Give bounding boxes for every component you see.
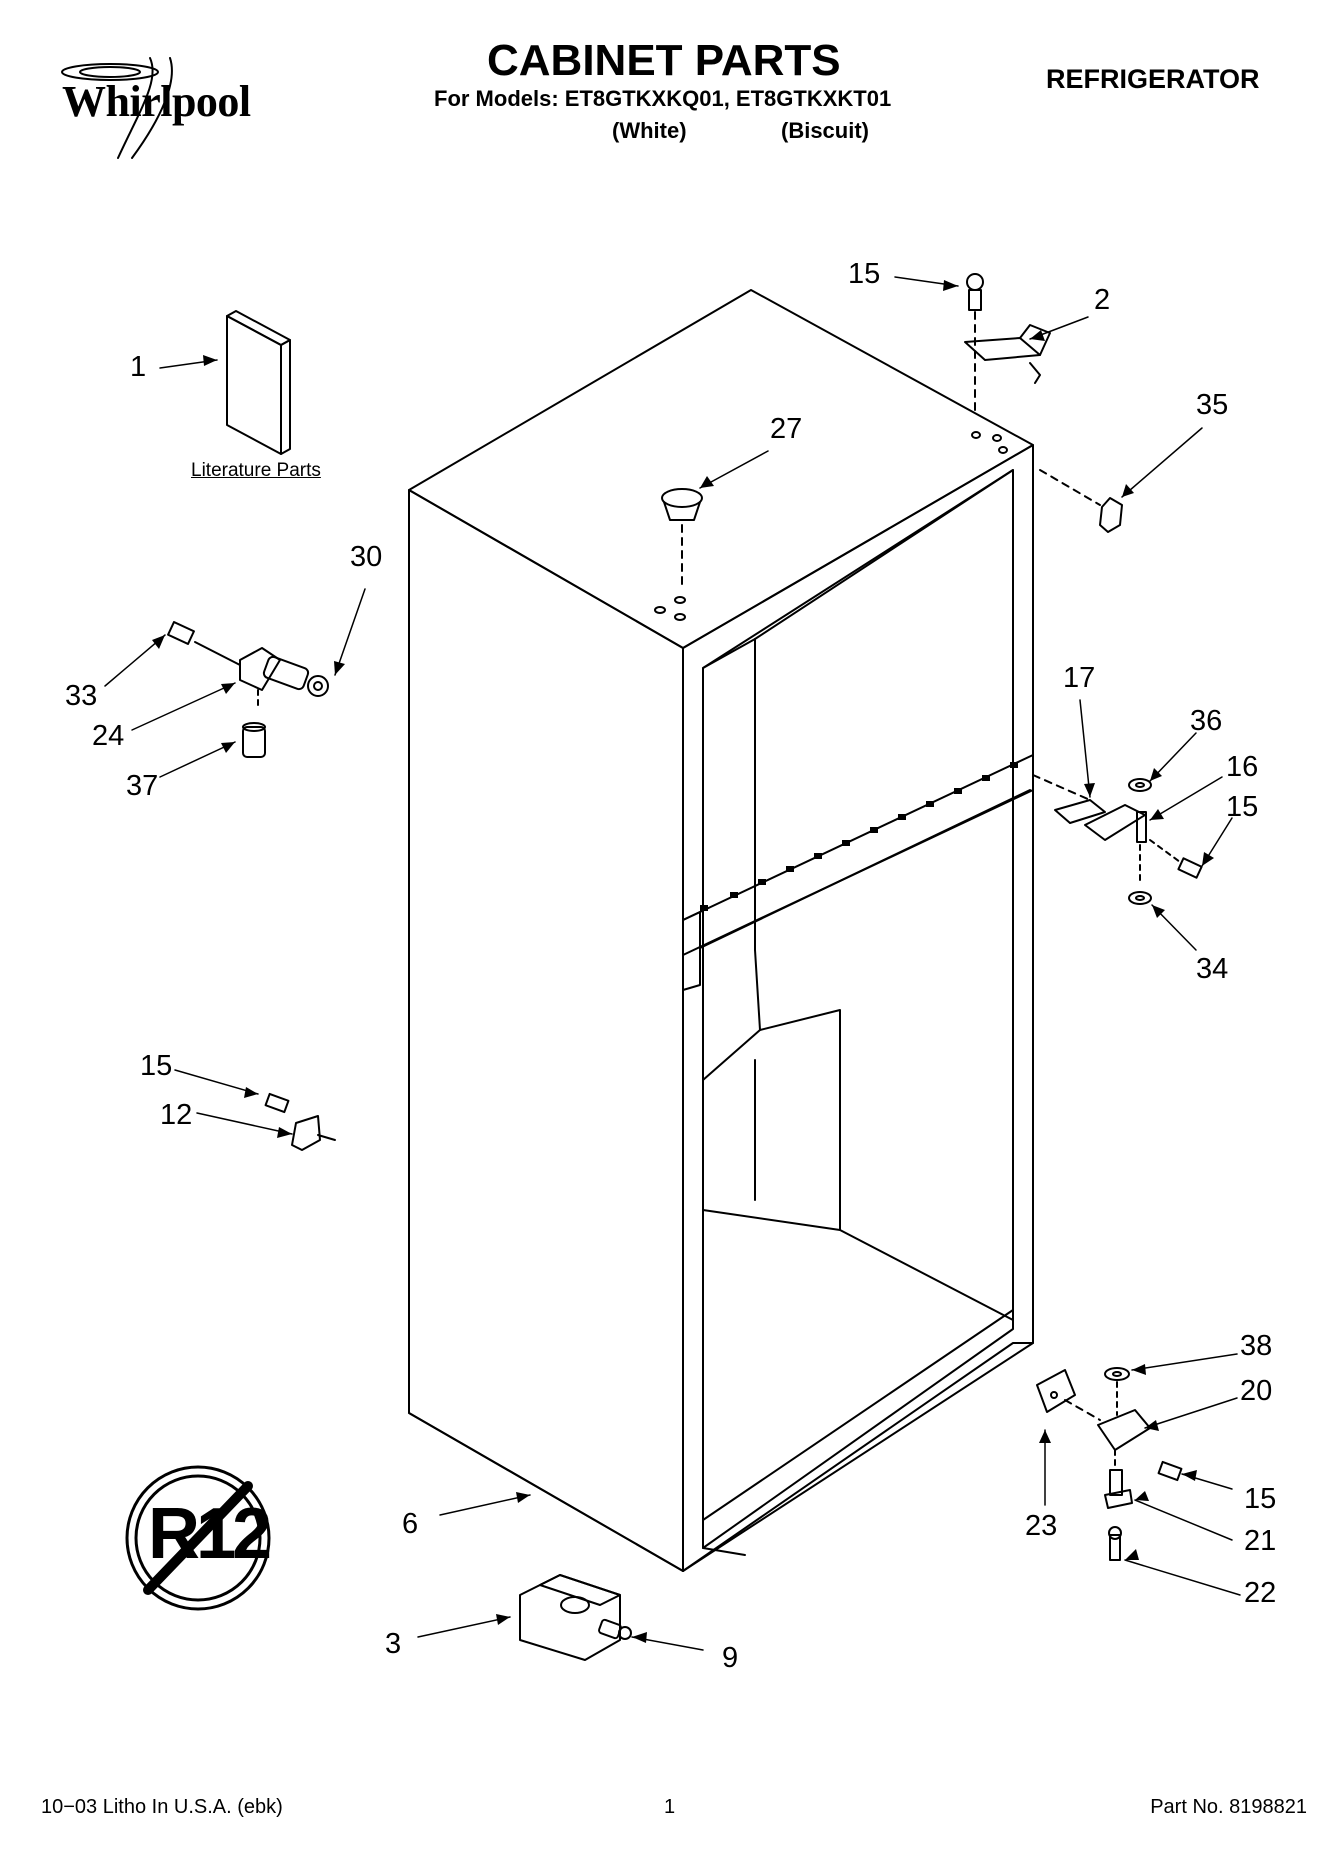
no-r12-symbol xyxy=(125,1465,271,1611)
lower-left-bracket xyxy=(264,1092,336,1151)
callout-3: 3 xyxy=(385,1628,402,1660)
variant-white-label: (White) xyxy=(612,118,687,143)
page-title: CABINET PARTS xyxy=(487,36,841,85)
literature-booklet xyxy=(226,310,291,455)
upper-bracket-assembly xyxy=(167,621,329,758)
callout-16: 16 xyxy=(1226,751,1259,783)
r12-symbol-text: R12 xyxy=(148,1494,272,1574)
callout-leaders xyxy=(104,276,1241,1651)
top-plug xyxy=(654,488,703,621)
top-hinge xyxy=(964,273,1051,454)
callout-27: 27 xyxy=(770,413,803,445)
models-line: For Models: ET8GTKXKQ01, ET8GTKXKT01 xyxy=(434,86,892,111)
divider-rail xyxy=(682,754,1034,991)
callout-37: 37 xyxy=(126,770,159,802)
callout-33: 33 xyxy=(65,680,98,712)
variant-biscuit-label: (Biscuit) xyxy=(781,118,869,143)
callout-34: 34 xyxy=(1196,953,1229,985)
callout-30: 30 xyxy=(350,541,383,573)
callout-6: 6 xyxy=(402,1508,419,1540)
footer-part-number: Part No. 8198821 xyxy=(1150,1796,1307,1818)
callout-15-top: 15 xyxy=(848,258,881,290)
callout-1: 1 xyxy=(130,351,147,383)
callout-9: 9 xyxy=(722,1642,739,1674)
footer-page-number: 1 xyxy=(664,1796,676,1818)
whirlpool-logo-swirl xyxy=(61,57,173,159)
callout-15-bottom: 15 xyxy=(1244,1483,1277,1515)
roller-assembly xyxy=(519,1574,632,1661)
callout-12: 12 xyxy=(160,1099,193,1131)
callout-2: 2 xyxy=(1094,284,1111,316)
center-hinge-assembly xyxy=(1032,774,1203,905)
callout-35: 35 xyxy=(1196,389,1229,421)
footer-litho-note: 10−03 Litho In U.S.A. (ebk) xyxy=(41,1796,283,1818)
callout-24: 24 xyxy=(92,720,125,752)
callout-17: 17 xyxy=(1063,662,1096,694)
callout-21: 21 xyxy=(1244,1525,1277,1557)
callout-15-center: 15 xyxy=(1226,791,1259,823)
hinge-cap xyxy=(1039,469,1123,533)
cabinet-shell xyxy=(408,289,1034,1572)
appliance-category: REFRIGERATOR xyxy=(1046,64,1260,94)
callout-38: 38 xyxy=(1240,1330,1273,1362)
callout-22: 22 xyxy=(1244,1577,1277,1609)
callout-arrowheads xyxy=(152,280,1214,1643)
literature-parts-label: Literature Parts xyxy=(191,460,321,481)
bottom-hinge-assembly xyxy=(1036,1367,1183,1561)
callout-36: 36 xyxy=(1190,705,1223,737)
callout-20: 20 xyxy=(1240,1375,1273,1407)
callout-15-left: 15 xyxy=(140,1050,173,1082)
callout-23: 23 xyxy=(1025,1510,1058,1542)
brand-logo-text: Whirlpool xyxy=(62,77,251,126)
